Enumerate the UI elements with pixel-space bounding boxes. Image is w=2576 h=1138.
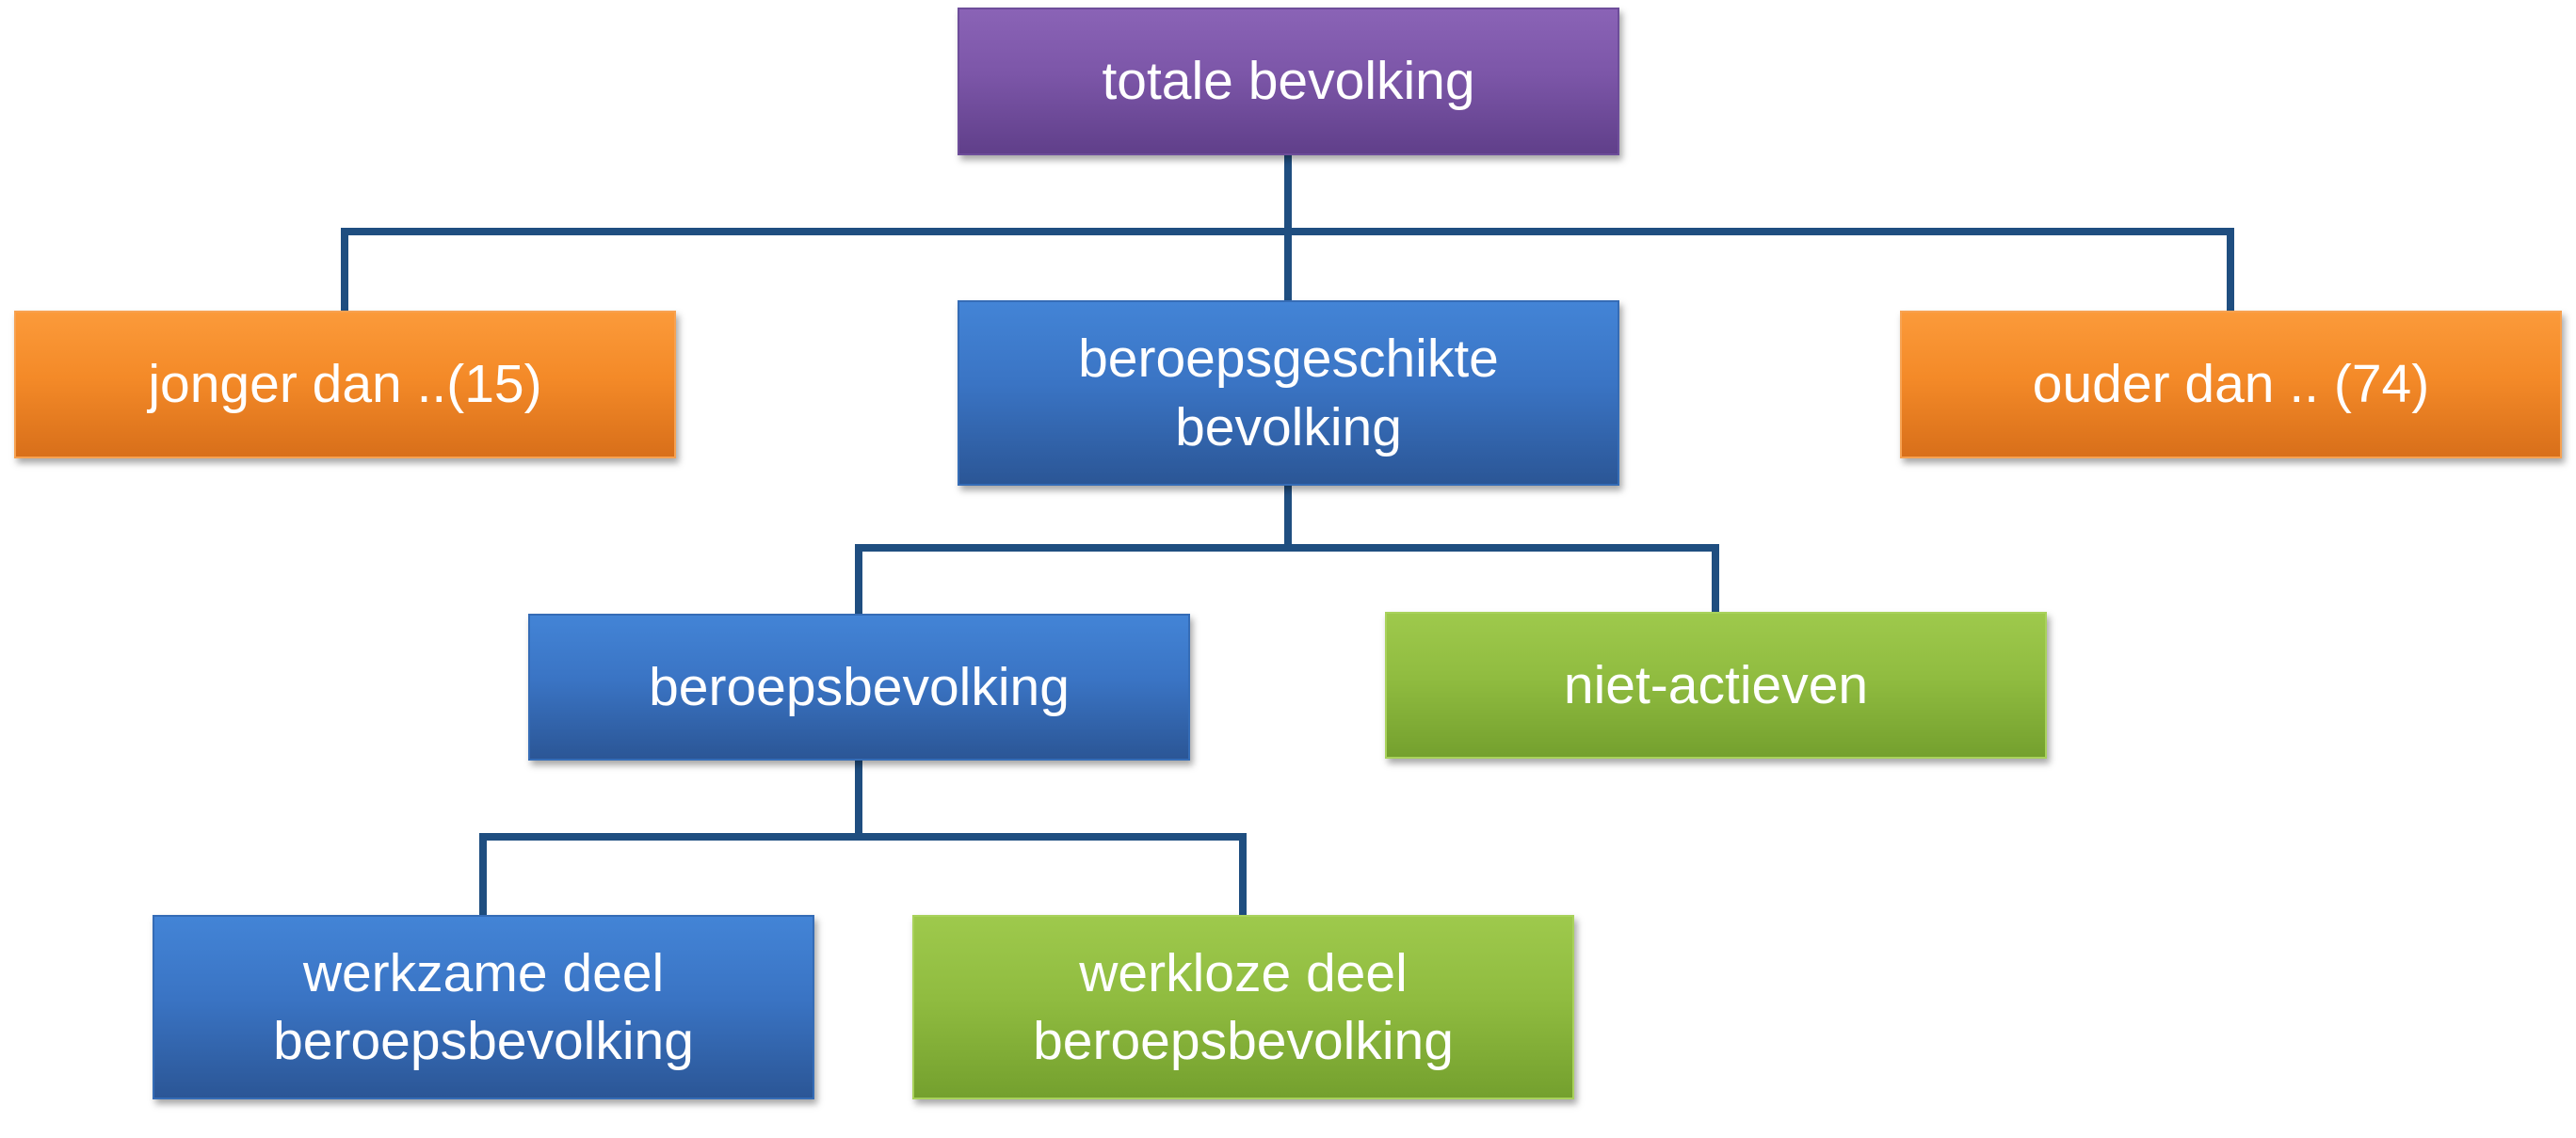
node-beroepsgeschikte-bevolking: beroepsgeschikte bevolking: [958, 300, 1619, 486]
node-niet-actieven-label: niet-actieven: [1563, 654, 1869, 715]
node-beroepsgeschikte-bevolking-label: beroepsgeschikte bevolking: [1078, 329, 1499, 457]
node-totale-bevolking-label: totale bevolking: [1102, 51, 1475, 112]
node-werkzame-deel-beroepsbevolking: werkzame deel beroepsbevolking: [153, 915, 814, 1099]
node-werkzame-deel-label: werkzame deel beroepsbevolking: [273, 942, 694, 1071]
node-ouder-dan-label: ouder dan .. (74): [2032, 354, 2430, 415]
node-jonger-dan-label: jonger dan ..(15): [148, 354, 542, 415]
connector-beroepsbevolking-to-children: [479, 757, 1247, 919]
node-beroepsbevolking-label: beroepsbevolking: [649, 656, 1070, 717]
node-totale-bevolking: totale bevolking: [958, 8, 1619, 155]
node-werkloze-deel-label: werkloze deel beroepsbevolking: [1033, 942, 1454, 1071]
node-werkloze-deel-beroepsbevolking: werkloze deel beroepsbevolking: [912, 915, 1574, 1099]
connector-beroepsgeschikte-to-children: [855, 482, 1719, 617]
node-niet-actieven: niet-actieven: [1385, 612, 2047, 759]
connector-root-to-level1: [341, 152, 2234, 314]
node-ouder-dan: ouder dan .. (74): [1900, 311, 2562, 458]
node-jonger-dan: jonger dan ..(15): [14, 311, 676, 458]
node-beroepsbevolking: beroepsbevolking: [528, 614, 1190, 761]
